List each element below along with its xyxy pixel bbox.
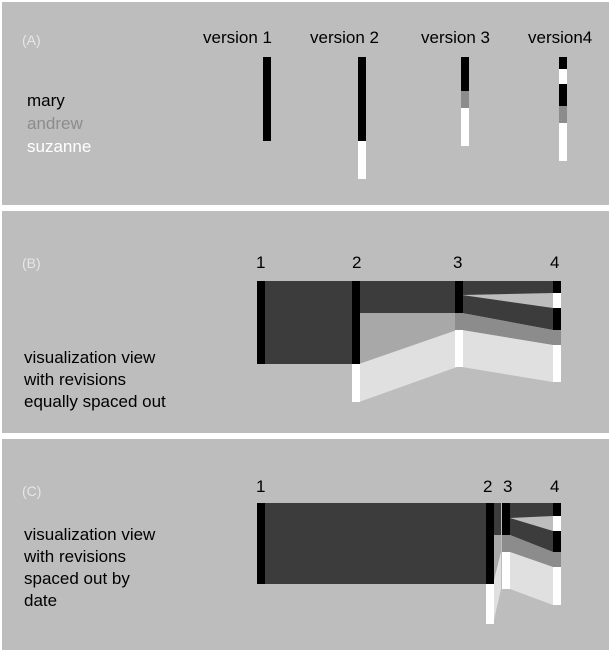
v4-mary-segment-1 bbox=[559, 57, 567, 69]
flow-andrew-2-3 bbox=[359, 313, 457, 364]
v4-mary-segment-2 bbox=[559, 84, 567, 106]
panel-c-caption: visualization view with revisions spaced… bbox=[24, 524, 155, 612]
v3-andrew-segment bbox=[461, 91, 469, 108]
legend-andrew: andrew bbox=[27, 114, 83, 133]
revision-4-number: 4 bbox=[550, 477, 560, 496]
flow-suzanne-2-3 bbox=[493, 552, 501, 624]
flow-mary-2-3 bbox=[359, 281, 457, 313]
version-1-label: version 1 bbox=[203, 28, 272, 47]
flow-andrew-2-3 bbox=[493, 535, 501, 584]
rev4-mary-bar-1 bbox=[553, 281, 561, 293]
flow-andrew-3-4 bbox=[462, 313, 553, 345]
rev3-mary-bar bbox=[455, 281, 463, 313]
rev3-andrew-bar bbox=[502, 535, 510, 552]
panel-b: (B) 1 2 3 4 visualization view with revi… bbox=[2, 211, 609, 433]
flow-visualization-equal bbox=[257, 281, 561, 402]
flow-suzanne-2-3 bbox=[359, 330, 457, 402]
panel-c-tag: (C) bbox=[22, 483, 42, 499]
panel-a: (A) version 1 version 2 version 3 versio… bbox=[2, 2, 609, 205]
caption-line: visualization view bbox=[24, 525, 156, 544]
caption-line: equally spaced out bbox=[24, 392, 166, 411]
revision-3-number: 3 bbox=[503, 477, 513, 496]
revision-1-number: 1 bbox=[256, 477, 266, 496]
rev2-suzanne-bar bbox=[352, 364, 360, 402]
flow-mary-1-2 bbox=[264, 503, 486, 584]
panel-b-caption: visualization view with revisions equall… bbox=[24, 347, 166, 413]
legend-mary: mary bbox=[27, 91, 65, 110]
legend-suzanne: suzanne bbox=[27, 137, 92, 156]
rev3-mary-bar bbox=[502, 503, 510, 535]
rev3-andrew-bar bbox=[455, 313, 463, 330]
rev4-mary-bar-1 bbox=[553, 503, 561, 516]
revision-4-number: 4 bbox=[550, 253, 560, 272]
caption-line: with revisions bbox=[24, 547, 127, 566]
flow-mary-3-4-top bbox=[462, 281, 553, 295]
flow-visualization-by-date bbox=[257, 503, 561, 624]
version-bars bbox=[263, 57, 567, 179]
panel-b-tag: (B) bbox=[22, 255, 41, 271]
v4-suzanne-segment-1 bbox=[559, 69, 567, 84]
flow-suzanne-3-4 bbox=[462, 330, 553, 382]
v3-mary-segment bbox=[461, 57, 469, 91]
panel-c: (C) 1 2 3 4 visualization view with revi… bbox=[2, 439, 609, 650]
v4-andrew-segment bbox=[559, 106, 567, 123]
rev4-andrew-bar bbox=[553, 552, 561, 567]
revision-2-number: 2 bbox=[483, 477, 493, 496]
flow-mary-3-4-top bbox=[510, 503, 553, 518]
rev4-andrew-bar bbox=[553, 330, 561, 345]
flow-mary-2-3 bbox=[493, 503, 501, 535]
revision-2-number: 2 bbox=[352, 253, 362, 272]
caption-line: visualization view bbox=[24, 348, 156, 367]
rev2-mary-bar bbox=[486, 503, 494, 584]
v2-mary-segment bbox=[358, 57, 366, 141]
flow-mary-3-4-lower bbox=[462, 295, 553, 330]
version-4-label: version4 bbox=[528, 28, 593, 47]
version-3-label: version 3 bbox=[421, 28, 490, 47]
flow-mary-1-2 bbox=[264, 281, 354, 364]
revision-3-number: 3 bbox=[453, 253, 463, 272]
v3-suzanne-segment bbox=[461, 108, 469, 146]
flow-mary-3-4-lower bbox=[510, 518, 553, 552]
rev1-mary-bar bbox=[257, 281, 265, 364]
caption-line: with revisions bbox=[24, 370, 127, 389]
caption-line: date bbox=[24, 591, 58, 610]
rev4-suzanne-bar-1 bbox=[553, 293, 561, 308]
caption-line: spaced out by bbox=[24, 569, 130, 588]
rev3-suzanne-bar bbox=[502, 552, 510, 589]
version-2-label: version 2 bbox=[310, 28, 379, 47]
rev4-suzanne-bar-1 bbox=[553, 516, 561, 531]
rev1-mary-bar bbox=[257, 503, 265, 584]
rev2-mary-bar bbox=[352, 281, 360, 364]
rev4-suzanne-bar-2 bbox=[553, 345, 561, 382]
v2-suzanne-segment bbox=[358, 141, 366, 179]
revision-1-number: 1 bbox=[256, 253, 266, 272]
rev2-suzanne-bar bbox=[486, 584, 494, 624]
flow-andrew-3-4 bbox=[510, 535, 553, 567]
v1-mary-segment bbox=[263, 57, 271, 141]
v4-suzanne-segment-2 bbox=[559, 123, 567, 161]
panel-a-tag: (A) bbox=[22, 32, 41, 48]
rev3-suzanne-bar bbox=[455, 330, 463, 367]
rev4-suzanne-bar-2 bbox=[553, 567, 561, 605]
rev4-mary-bar-2 bbox=[553, 308, 561, 330]
flow-suzanne-3-4 bbox=[510, 552, 553, 605]
rev4-mary-bar-2 bbox=[553, 531, 561, 552]
